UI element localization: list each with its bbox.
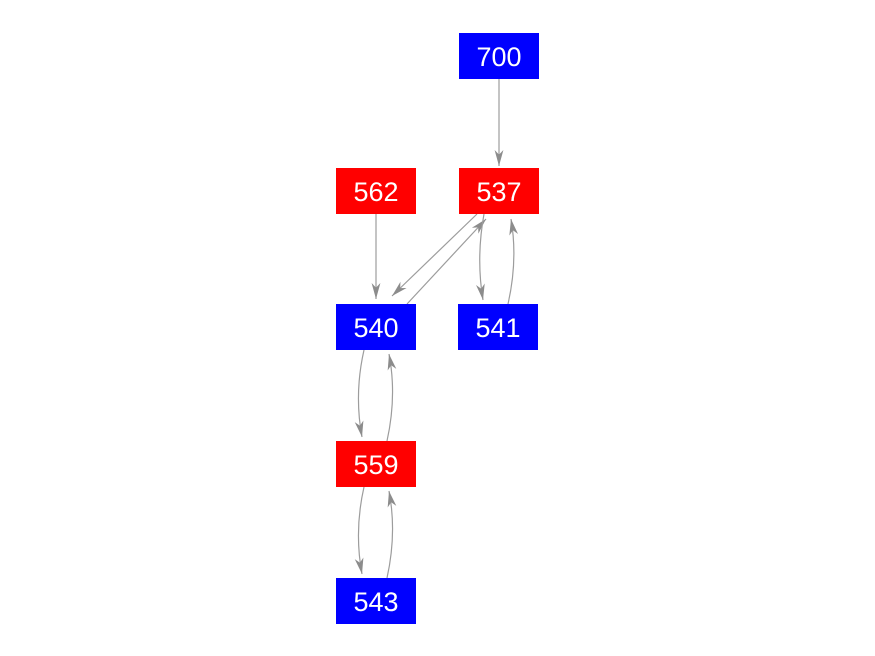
node-543: 543 (336, 578, 416, 624)
node-562: 562 (336, 168, 416, 214)
node-541-label: 541 (475, 313, 520, 343)
node-537-label: 537 (476, 177, 521, 207)
node-540-label: 540 (353, 313, 398, 343)
node-559: 559 (336, 441, 416, 487)
node-540-box (336, 304, 416, 350)
node-559-box (336, 441, 416, 487)
edge-541-537 (507, 218, 519, 305)
edge-559-540 (386, 353, 397, 442)
node-543-label: 543 (353, 587, 398, 617)
node-700: 700 (459, 33, 539, 79)
node-537-box (459, 168, 539, 214)
node-562-label: 562 (353, 177, 398, 207)
node-700-box (459, 33, 539, 79)
node-700-label: 700 (476, 42, 521, 72)
edge-559-543 (354, 486, 365, 575)
node-540: 540 (336, 304, 416, 350)
node-layer: 700 562 537 540 541 559 (336, 33, 539, 624)
node-541: 541 (458, 304, 538, 350)
node-543-box (336, 578, 416, 624)
edge-537-541 (476, 213, 485, 301)
node-537: 537 (459, 168, 539, 214)
node-562-box (336, 168, 416, 214)
node-559-label: 559 (353, 450, 398, 480)
node-541-box (458, 304, 538, 350)
edge-layer (354, 79, 519, 579)
edge-537-540 (391, 213, 478, 297)
edge-540-537 (406, 218, 487, 305)
edge-543-559 (386, 490, 397, 579)
edge-540-559 (354, 349, 365, 438)
